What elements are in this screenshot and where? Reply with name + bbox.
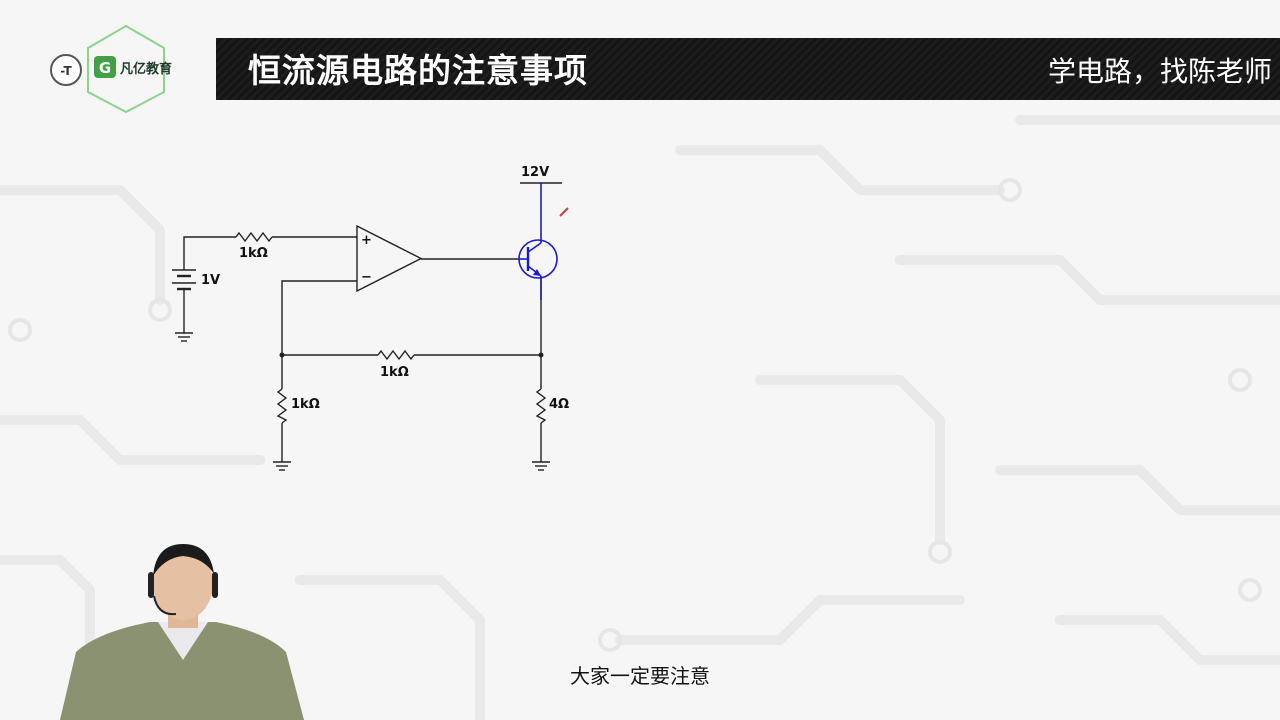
page-title: 恒流源电路的注意事项 (248, 51, 588, 90)
supply-label: 12V (521, 165, 549, 180)
junction-right (538, 352, 544, 358)
r-ground-label: 1kΩ (291, 397, 320, 412)
resistor-sense (535, 388, 547, 424)
opamp-plus-sign: + (361, 233, 372, 248)
r-input-label: 1kΩ (239, 246, 268, 261)
r-feedback-label: 1kΩ (380, 365, 409, 380)
opamp (356, 224, 423, 293)
emitter-arrow (533, 269, 541, 276)
svg-text:-T: -T (60, 64, 72, 78)
presenter-image (60, 544, 304, 720)
resistor-ground (276, 388, 288, 424)
wire-source-to-r1 (183, 236, 236, 263)
opamp-minus-sign: − (361, 270, 372, 285)
brand-logo: -T G (46, 22, 206, 114)
npn-transistor (518, 183, 558, 300)
brand-name: 凡亿教育 (120, 62, 173, 77)
video-caption: 大家一定要注意 (570, 664, 710, 688)
resistor-input (235, 231, 273, 243)
resistor-feedback (377, 349, 415, 361)
pen-cursor-icon (559, 207, 569, 217)
wire-opamp-minus (281, 280, 357, 355)
slogan: 学电路，找陈老师 (1047, 55, 1272, 88)
r-sense-label: 4Ω (549, 397, 569, 412)
junction-left (279, 352, 285, 358)
constant-current-source-schematic: + − 12V 1kΩ 1V 1kΩ 1kΩ 4Ω (172, 165, 569, 471)
title-bar: 恒流源电路的注意事项 学电路，找陈老师 (216, 38, 1280, 100)
logo-emblem: -T G (50, 24, 165, 114)
svg-text:G: G (99, 59, 111, 77)
source-label: 1V (201, 273, 220, 288)
